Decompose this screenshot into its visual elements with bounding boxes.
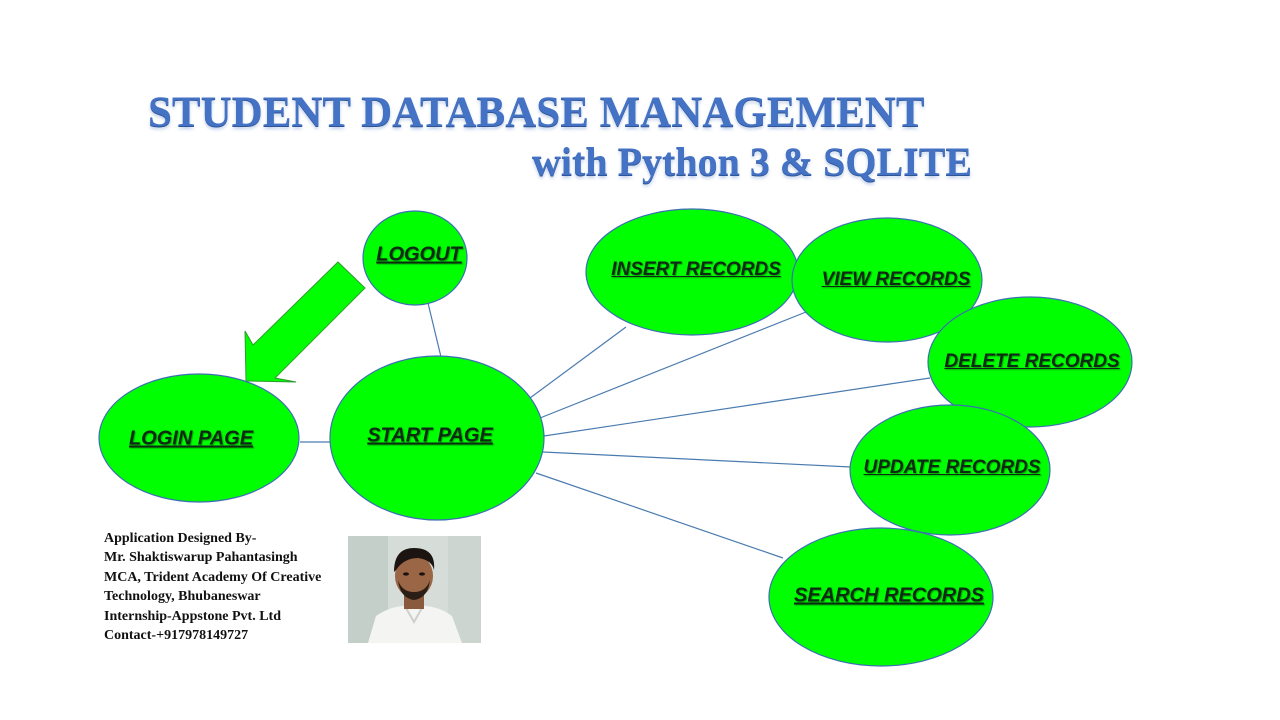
node-login-page[interactable]: [98, 373, 300, 503]
credits-line-4: Technology, Bhubaneswar: [104, 589, 261, 605]
node-update-records[interactable]: [849, 404, 1051, 536]
connector-start-delete: [543, 377, 931, 437]
credits-line-1: Application Designed By-: [104, 531, 257, 546]
node-update-records-label[interactable]: UPDATE RECORDS: [863, 457, 1041, 478]
title-line-1: STUDENT DATABASE MANAGEMENT: [148, 89, 925, 136]
node-delete-records[interactable]: [927, 296, 1133, 428]
connectors: [300, 302, 931, 559]
designer-portrait-photo: [348, 536, 481, 643]
title-line-2: with Python 3 & SQLITE: [532, 139, 973, 184]
node-search-records-label[interactable]: SEARCH RECORDS: [793, 584, 985, 607]
designer-credits: Application Designed By- Mr. Shaktiswaru…: [104, 529, 321, 645]
node-search-records[interactable]: [768, 527, 994, 667]
portrait-icon: [348, 536, 481, 643]
node-delete-records-label[interactable]: DELETE RECORDS: [944, 351, 1120, 372]
node-logout-label[interactable]: LOGOUT: [376, 243, 462, 266]
credits-line-3: MCA, Trident Academy Of Creative: [104, 569, 322, 585]
connector-start-update: [542, 451, 852, 468]
connector-start-logout: [427, 302, 442, 358]
node-view-records[interactable]: [791, 217, 983, 343]
node-logout[interactable]: [362, 210, 468, 306]
node-start-page-label[interactable]: START PAGE: [367, 424, 493, 447]
node-login-page-label[interactable]: LOGIN PAGE: [128, 427, 254, 450]
arrow-logout-to-login: [244, 261, 366, 383]
connector-start-search: [535, 472, 784, 559]
node-start-page[interactable]: [329, 355, 545, 521]
connector-start-insert: [529, 326, 627, 399]
connector-start-view: [539, 311, 807, 419]
credits-line-6: Contact-+917978149727: [104, 628, 249, 644]
node-insert-records-label[interactable]: INSERT RECORDS: [611, 259, 781, 280]
node-view-records-label[interactable]: VIEW RECORDS: [821, 269, 971, 290]
credits-line-2: Mr. Shaktiswarup Pahantasingh: [104, 550, 298, 566]
credits-line-5: Internship-Appstone Pvt. Ltd: [104, 608, 281, 624]
